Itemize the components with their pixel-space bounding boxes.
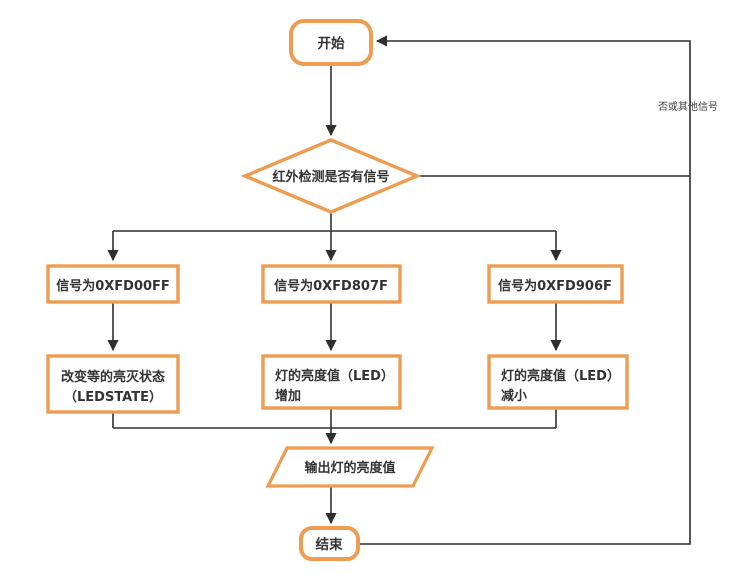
decision-node-label: 红外检测是否有信号: [272, 169, 389, 185]
output-node-label: 输出灯的亮度值: [304, 460, 395, 476]
signal3-node: 信号为0XFD906F: [487, 264, 624, 304]
start-node-label: 开始: [318, 35, 345, 52]
action3-node-shape: [487, 354, 629, 410]
output-node: 输出灯的亮度值: [265, 446, 435, 488]
action1-node-label-line2: （LEDSTATE）: [64, 389, 162, 405]
end-node-label: 结束: [316, 536, 343, 553]
signal3-node-label: 信号为0XFD906F: [498, 278, 612, 294]
signal2-node: 信号为0XFD807F: [261, 264, 402, 304]
action2-node-label-line1: 灯的亮度值（LED）: [275, 368, 394, 384]
action2-node: 灯的亮度值（LED） 增加: [261, 354, 402, 410]
signal1-node: 信号为0XFD00FF: [46, 264, 180, 304]
loop-back-edge-label: 否或其他信号: [658, 100, 718, 113]
decision-node: 红外检测是否有信号: [240, 138, 422, 214]
action1-node-label-line1: 改变等的亮灭状态: [61, 369, 165, 385]
nodes: 开始 红外检测是否有信号 信号为0XFD00FF 信号为0XFD807F 信号为…: [46, 19, 629, 561]
action3-node-label-line1: 灯的亮度值（LED）: [501, 368, 620, 384]
end-node: 结束: [299, 526, 360, 561]
action2-node-label-line2: 增加: [275, 388, 301, 404]
decision-node-shape: [240, 138, 422, 214]
connectors: [107, 35, 691, 545]
action2-node-shape: [261, 354, 402, 410]
signal1-node-label: 信号为0XFD00FF: [56, 278, 170, 294]
end-node-shape: [299, 526, 360, 561]
signal3-node-shape: [487, 264, 624, 304]
edge-loop-back-to-start: [358, 35, 691, 545]
action1-node-shape: [46, 354, 180, 414]
signal2-node-shape: [261, 264, 402, 304]
action3-node: 灯的亮度值（LED） 减小: [487, 354, 629, 410]
signal1-node-shape: [46, 264, 180, 304]
start-node: 开始: [289, 19, 373, 66]
signal2-node-label: 信号为0XFD807F: [274, 278, 388, 294]
start-node-shape: [289, 19, 373, 66]
action3-node-label-line2: 减小: [501, 388, 527, 404]
action1-node: 改变等的亮灭状态 （LEDSTATE）: [46, 354, 180, 414]
output-node-shape: [265, 446, 435, 488]
